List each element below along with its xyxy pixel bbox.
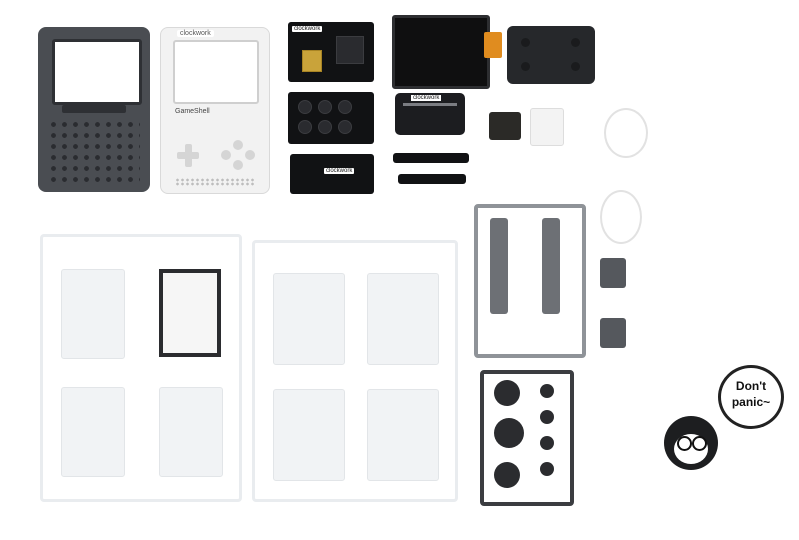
soc-chip: [336, 36, 364, 64]
grey-button-bar: [542, 218, 560, 314]
cable-coil: [600, 190, 642, 244]
clear-pane: [61, 269, 125, 359]
speaker-grille: [175, 178, 255, 186]
light-strip: [393, 153, 469, 163]
lcd-flex-cable: [484, 32, 502, 58]
clear-pane: [367, 389, 439, 481]
battery-tag: clockwork: [411, 95, 442, 101]
clear-pane: [367, 273, 439, 365]
mascot-eye: [677, 436, 692, 451]
face-button: [245, 150, 255, 160]
clear-pane: [273, 273, 345, 365]
dark-shell-vent-dots: [48, 119, 140, 187]
lcd-screen: [392, 15, 490, 89]
power-board: clockwork: [290, 154, 374, 194]
dont-panic-bubble: Don't panic~: [718, 365, 784, 429]
dark-shell-back: [38, 27, 150, 192]
cable-coil: [604, 108, 648, 158]
clear-pane: [273, 389, 345, 481]
keypad-board: [288, 92, 374, 144]
rubber-nub: [521, 62, 530, 71]
light-shell-tag: clockwork: [177, 30, 214, 37]
side-bracket: [600, 318, 626, 348]
tact-switch: [338, 120, 352, 134]
power-board-tag: clockwork: [324, 168, 355, 174]
side-bracket: [600, 258, 626, 288]
main-board: clockwork: [288, 22, 374, 82]
tact-switch: [298, 100, 312, 114]
light-shell-window: [173, 40, 259, 104]
face-button: [233, 160, 243, 170]
dpad-vertical: [184, 144, 192, 167]
sd-card-pack: [530, 108, 564, 146]
main-board-tag: clockwork: [292, 26, 323, 32]
button-knob: [540, 384, 554, 398]
button-knob: [494, 380, 520, 406]
grey-button-sprue: [474, 204, 586, 358]
clear-sprue-left: [40, 234, 242, 502]
face-button: [221, 150, 231, 160]
face-button: [233, 140, 243, 150]
mascot-eye: [692, 436, 707, 451]
grey-button-bar: [490, 218, 508, 314]
clear-sprue-right: [252, 240, 458, 502]
tact-switch: [338, 100, 352, 114]
clear-pane: [61, 387, 125, 477]
tact-switch: [318, 120, 332, 134]
speaker-module: [489, 112, 521, 140]
dpad-knob: [494, 418, 524, 448]
button-knob: [494, 462, 520, 488]
rubber-nub: [571, 62, 580, 71]
gold-module: [302, 50, 322, 72]
rubber-nub: [571, 38, 580, 47]
dont-panic-line1: Don't: [735, 379, 767, 393]
dont-panic-line2: panic~: [731, 395, 771, 409]
button-knob: [540, 410, 554, 424]
clear-pane: [159, 387, 223, 477]
dark-shell-window: [52, 39, 142, 105]
light-shell-front: clockwork GameShell: [160, 27, 270, 194]
battery: clockwork: [395, 93, 465, 135]
rubber-nub: [521, 38, 530, 47]
keypad-rubber: [507, 26, 595, 84]
mascot-icon: [664, 416, 718, 470]
light-strip: [398, 174, 466, 184]
dark-button-sprue: [480, 370, 574, 506]
screen-bezel: [159, 269, 221, 357]
button-knob: [540, 462, 554, 476]
light-shell-brand: GameShell: [175, 108, 210, 115]
battery-stripe: [403, 103, 457, 106]
button-knob: [540, 436, 554, 450]
tact-switch: [318, 100, 332, 114]
tact-switch: [298, 120, 312, 134]
dark-shell-slot: [62, 105, 126, 113]
